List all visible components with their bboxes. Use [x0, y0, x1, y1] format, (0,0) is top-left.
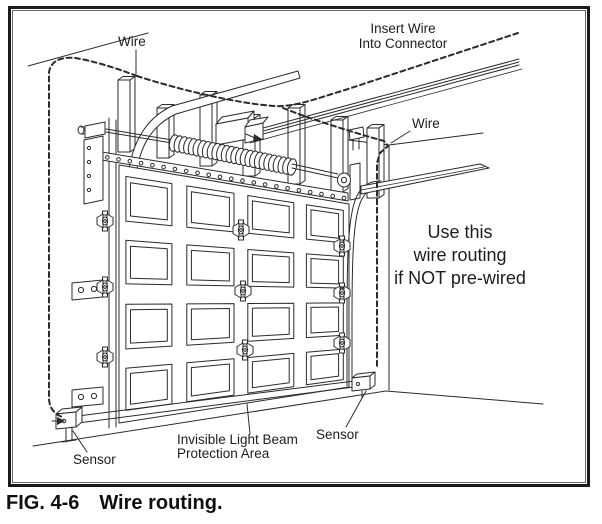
left-door-jamb — [108, 117, 117, 429]
wire-arrow-icon — [57, 417, 65, 425]
hinge-icon — [236, 339, 254, 361]
perforated-angle-track — [89, 149, 349, 202]
sensor-left-device — [55, 406, 83, 443]
spring-end-plate — [349, 162, 361, 201]
label-insert-wire-line1: Insert Wire — [370, 21, 436, 36]
insert-arrow-icon — [253, 134, 262, 142]
hinge-icon — [333, 235, 351, 257]
figure-border — [8, 6, 590, 487]
label-light-beam-line2: Protection Area — [177, 446, 270, 461]
door-hinges — [96, 210, 351, 368]
label-insert-wire: Insert Wire Into Connector — [330, 21, 476, 51]
room-lines — [27, 32, 544, 447]
label-wiring-note-line1: Use this — [427, 222, 493, 242]
label-wiring-note: Use this wire routing if NOT pre-wired — [380, 221, 540, 290]
wire-route-left — [48, 56, 138, 425]
sensor-right-device — [351, 371, 376, 399]
label-light-beam-line1: Invisible Light Beam — [177, 432, 298, 447]
garage-door — [118, 164, 350, 424]
opener-rail — [244, 58, 523, 151]
figure-caption-title: Wire routing. — [99, 492, 223, 514]
label-wire-right: Wire — [412, 116, 440, 131]
label-wiring-note-line3: if NOT pre-wired — [394, 268, 526, 288]
cable-drum — [337, 172, 351, 188]
label-insert-wire-line2: Into Connector — [358, 36, 448, 51]
figure-inner-border — [12, 10, 586, 483]
hinge-icon — [96, 346, 114, 368]
figure-caption: FIG. 4-6 Wire routing. — [6, 492, 223, 515]
wire-route-right — [282, 107, 389, 369]
hinge-icon — [234, 280, 252, 302]
figure-caption-number: FIG. 4-6 — [6, 492, 80, 514]
right-track — [346, 163, 490, 387]
torsion-spring — [77, 121, 361, 201]
hinge-icon — [333, 282, 351, 304]
wire-route-top — [136, 32, 519, 108]
label-sensor-left: Sensor — [73, 452, 116, 467]
hinge-icon — [232, 219, 250, 241]
hinge-icon — [333, 332, 351, 354]
track-bolt-plates — [71, 279, 104, 408]
label-wiring-note-line2: wire routing — [413, 245, 507, 265]
flag-bracket — [83, 135, 104, 205]
hinge-icon — [96, 276, 114, 298]
label-sensor-right: Sensor — [316, 427, 359, 442]
label-light-beam: Invisible Light Beam Protection Area — [177, 433, 298, 461]
hinge-icon — [96, 210, 114, 232]
leader-lines — [72, 49, 411, 453]
label-wire-top: Wire — [118, 34, 146, 49]
